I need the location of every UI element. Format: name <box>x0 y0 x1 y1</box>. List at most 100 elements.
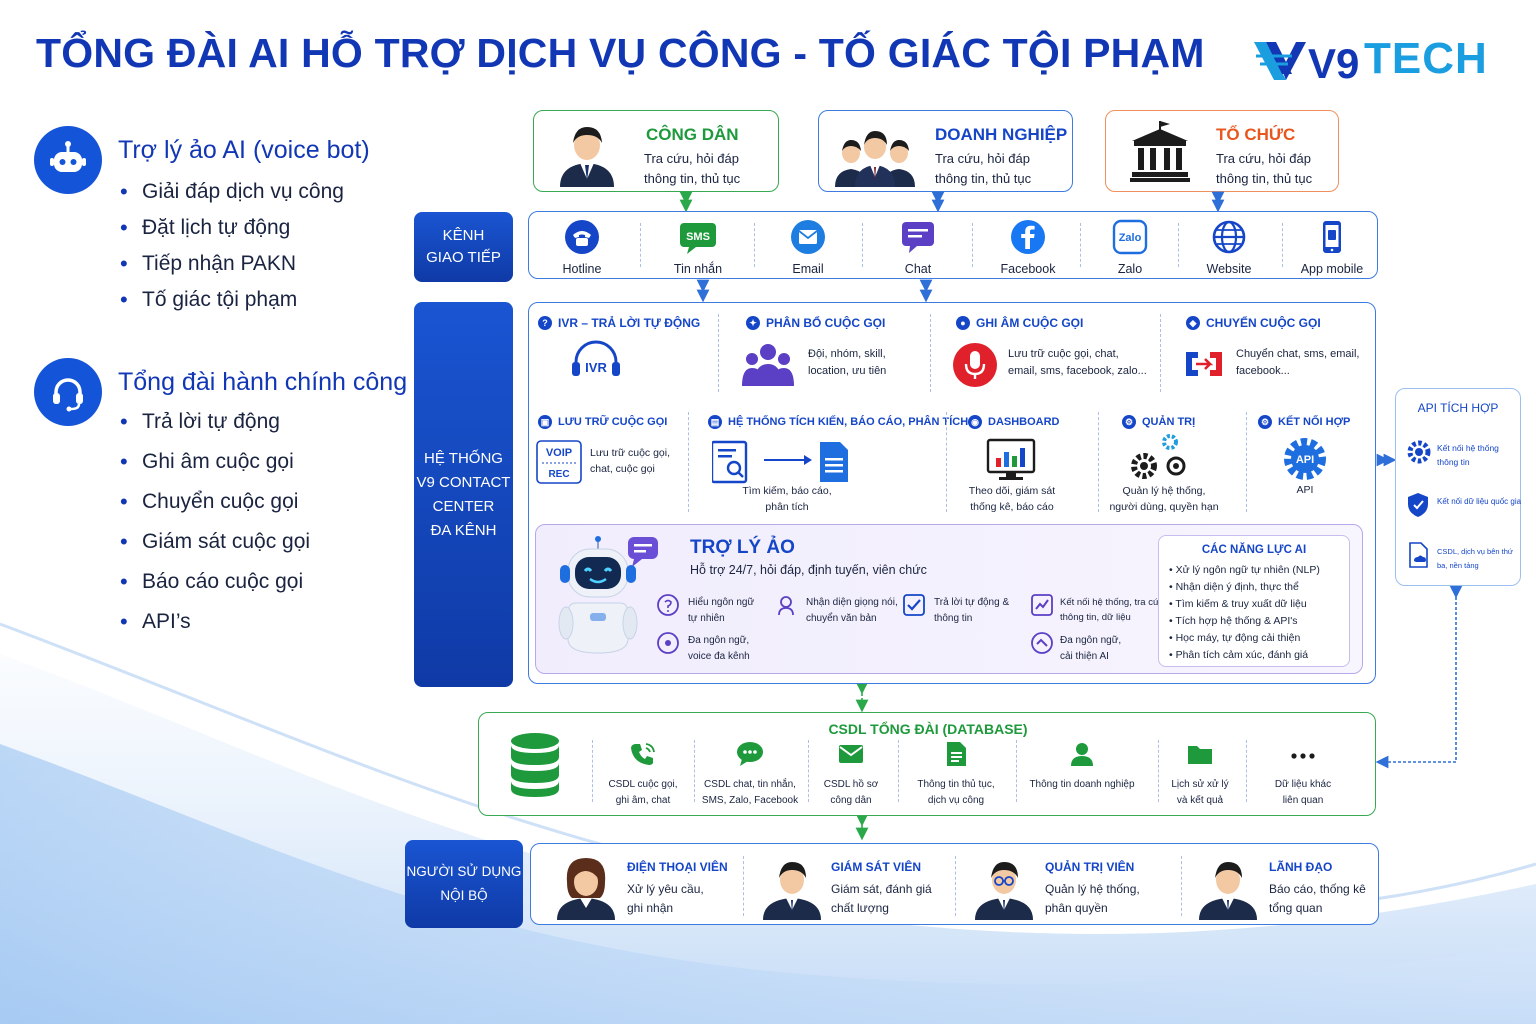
channel-facebook[interactable]: Facebook <box>998 219 1058 276</box>
list-item: Giám sát cuộc gọi <box>118 529 310 555</box>
feature-label: Trả lời tự động &thông tin <box>934 597 1010 624</box>
user-title: ĐIỆN THOẠI VIÊN <box>627 860 728 874</box>
module-desc: Chuyển chat, sms, email,facebook... <box>1236 348 1360 377</box>
assistant-subtitle: Hỗ trợ 24/7, hỏi đáp, định tuyến, viên c… <box>690 563 927 577</box>
info-dot-icon: ◆ <box>1186 316 1200 330</box>
ai-capabilities-box: CÁC NĂNG LỰC AI • Xử lý ngôn ngữ tự nhiê… <box>1158 535 1350 667</box>
headset-icon <box>34 358 102 426</box>
module-title: ✦PHÂN BỔ CUỘC GỌI <box>746 316 885 330</box>
sms-icon: SMS <box>680 223 716 254</box>
info-dot-icon: ◉ <box>968 415 982 429</box>
feature-label: Đa ngôn ngữ,cải thiện AI <box>1060 635 1122 662</box>
nlu-icon <box>657 594 679 616</box>
operator-avatar-icon <box>557 858 615 920</box>
module-desc: Đội, nhóm, skill,location, ưu tiên <box>808 348 887 377</box>
virtual-assistant-panel: TRỢ LÝ ẢO Hỗ trợ 24/7, hỏi đáp, định tuy… <box>535 524 1363 674</box>
list-item: • Nhận diện ý định, thực thể <box>1169 581 1299 593</box>
feature-label: Nhận diện giọng nói,chuyển văn bản <box>806 597 898 624</box>
system-row1: ?IVR – TRẢ LỜI TỰ ĐỘNG IVR ✦PHÂN BỔ CUỘC… <box>528 302 1376 402</box>
channel-label: Facebook <box>1000 262 1056 276</box>
folder-icon <box>1188 746 1212 764</box>
channel-zalo[interactable]: Zalo Zalo <box>1108 219 1152 276</box>
entity-title: CÔNG DÂN <box>646 125 739 144</box>
integration-icon <box>1031 594 1053 616</box>
user-desc: Quản lý hệ thống,phân quyền <box>1045 882 1140 915</box>
section1-title: Trợ lý ảo AI (voice bot) <box>118 136 370 164</box>
api-gear-icon: API <box>1284 438 1326 480</box>
channel-label: App mobile <box>1300 262 1364 276</box>
list-item: Đặt lịch tự động <box>118 215 344 241</box>
channel-app-mobile[interactable]: App mobile <box>1300 219 1364 276</box>
chat-icon <box>902 222 934 253</box>
entity-title: DOANH NGHIỆP <box>935 125 1068 144</box>
list-item: • Xử lý ngôn ngữ tự nhiên (NLP) <box>1169 564 1320 576</box>
multilang-icon <box>657 632 679 654</box>
module-title: ▤HỆ THỐNG TÍCH KIẾN, BÁO CÁO, PHÂN TÍCH <box>708 415 968 429</box>
cloud-doc-icon <box>1409 542 1428 568</box>
citizen-avatar-icon <box>560 127 614 187</box>
info-dot-icon: ⚙ <box>1122 415 1136 429</box>
globe-icon <box>1212 220 1246 254</box>
phone-icon <box>565 220 599 254</box>
channel-website[interactable]: Website <box>1204 219 1254 276</box>
capabilities-title: CÁC NĂNG LỰC AI <box>1201 544 1307 556</box>
db-item: CSDL cuộc gọi,ghi âm, chat <box>600 740 686 809</box>
supervisor-avatar-icon <box>763 862 821 920</box>
channel-chat[interactable]: Chat <box>896 219 940 276</box>
user-desc: Xử lý yêu cầu,ghi nhận <box>627 882 704 915</box>
db-item-label: Thông tin thủ tục,dịch vụ công <box>917 779 995 806</box>
chat-bubble-icon <box>737 742 763 766</box>
channel-email[interactable]: Email <box>786 219 830 276</box>
gears-icon <box>1131 434 1186 479</box>
channel-hotline[interactable]: Hotline <box>558 219 606 276</box>
module-title: ◉DASHBOARD <box>968 415 1060 429</box>
module-title: ◆CHUYỂN CUỘC GỌI <box>1186 316 1321 330</box>
group-icon <box>742 344 794 386</box>
capabilities-list: • Xử lý ngôn ngữ tự nhiên (NLP) • Nhận d… <box>1169 562 1349 664</box>
channel-label: Chat <box>904 262 932 276</box>
database-icon <box>511 733 559 797</box>
module-desc: Lưu trữ cuộc gọi, chat,email, sms, faceb… <box>1008 348 1147 377</box>
user-title: GIÁM SÁT VIÊN <box>831 860 922 874</box>
logo-mark-text: V9 <box>1308 40 1359 87</box>
assistant-feature <box>902 593 926 622</box>
section1-list: Giải đáp dịch vụ công Đặt lịch tự động T… <box>118 179 344 313</box>
db-item-label: CSDL chat, tin nhắn,SMS, Zalo, Facebook <box>701 779 799 806</box>
module-title: ⚙QUẢN TRỊ <box>1122 415 1195 429</box>
business-group-icon <box>835 131 915 187</box>
person-icon <box>1071 743 1093 766</box>
svg-text:VOIP: VOIP <box>546 447 572 459</box>
dashboard-icon <box>986 438 1036 480</box>
module-desc: API <box>1296 484 1314 496</box>
transfer-icon <box>1186 352 1222 376</box>
assistant-feature <box>1030 593 1054 622</box>
channel-sms[interactable]: SMS Tin nhắn <box>668 219 728 276</box>
db-item: Thông tin thủ tục,dịch vụ công <box>906 740 1006 809</box>
microphone-icon <box>953 343 997 387</box>
module-desc: Lưu trữ cuộc gọi,chat, cuộc gọi <box>590 447 671 475</box>
assistant-title: TRỢ LÝ ẢO <box>690 537 795 558</box>
module-title: ●GHI ÂM CUỘC GỌI <box>956 316 1083 330</box>
api-item-label: Kết nối dữ liệu quốc gia <box>1437 497 1522 506</box>
channel-label: Email <box>792 262 824 276</box>
section2-title: Tổng đài hành chính công <box>118 368 408 396</box>
facebook-icon <box>1011 220 1045 254</box>
svg-text:Zalo: Zalo <box>1119 232 1142 244</box>
list-item: • Tích hợp hệ thống & API's <box>1169 615 1298 627</box>
v9-logo-mark-icon: V9 <box>1254 40 1359 87</box>
module-title: ▣LƯU TRỮ CUỘC GỌI <box>538 415 667 429</box>
